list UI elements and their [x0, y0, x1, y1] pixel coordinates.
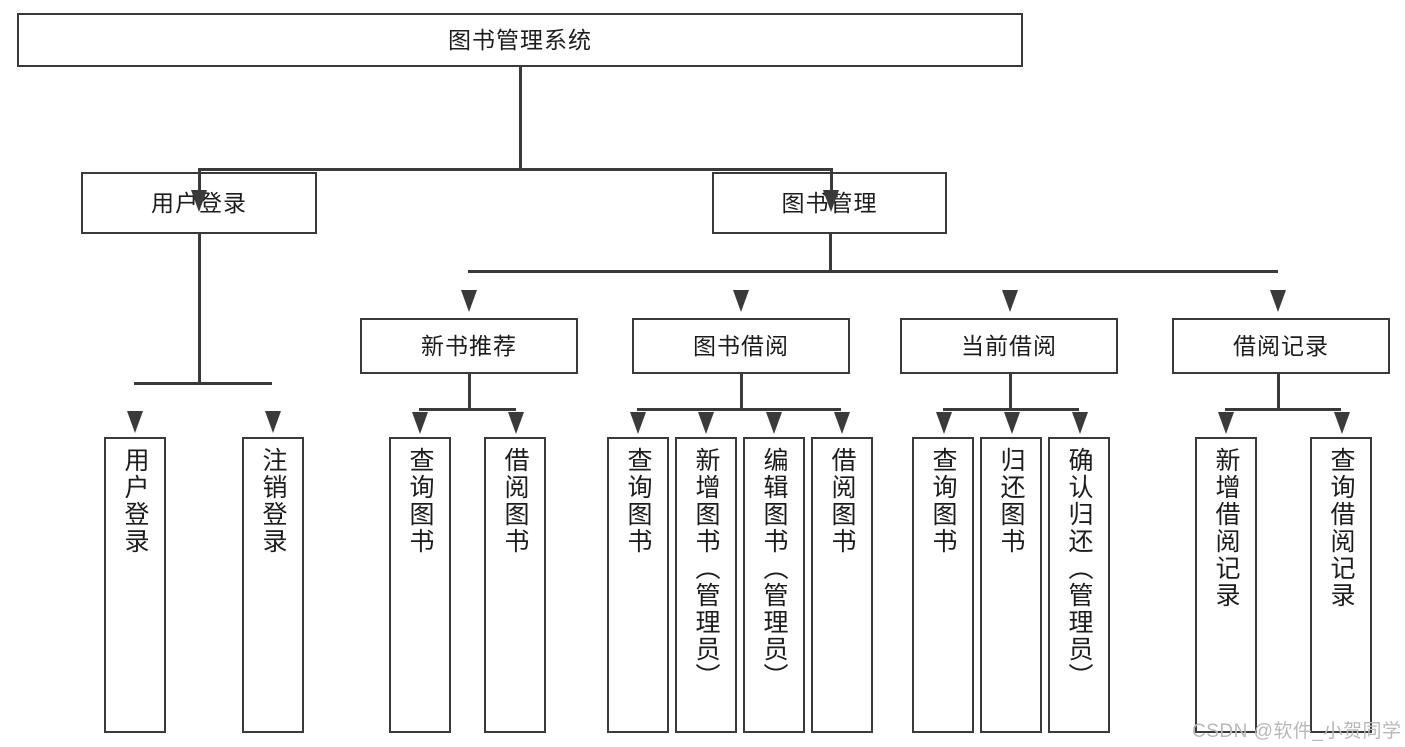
- node-label: 借阅图书: [501, 447, 529, 555]
- arrow-to-book-manage-icon: [823, 190, 839, 212]
- edge-root-bus: [198, 168, 832, 171]
- edge-group2-bus: [637, 408, 841, 411]
- node-leaf-logout[interactable]: 注销登录: [242, 437, 304, 733]
- node-leaf-add-book[interactable]: 新增图书（管理员）: [675, 437, 737, 733]
- node-new-book-recommend[interactable]: 新书推荐: [360, 318, 578, 374]
- arrow-to-current-borrow-icon: [1002, 290, 1018, 312]
- edge-root-drop-left: [198, 168, 201, 190]
- node-borrow-record[interactable]: 借阅记录: [1172, 318, 1390, 374]
- edge-root-stem: [519, 67, 522, 171]
- arrow-to-new-book-recommend-icon: [461, 290, 477, 312]
- node-label: 注销登录: [259, 447, 287, 555]
- node-leaf-query-book-3[interactable]: 查询图书: [912, 437, 974, 733]
- node-label: 查询图书: [624, 447, 652, 555]
- node-label: 借阅图书: [828, 447, 856, 555]
- node-label: 用户登录: [121, 447, 149, 555]
- node-current-borrow[interactable]: 当前借阅: [900, 318, 1118, 374]
- edge-group3-bus: [943, 408, 1079, 411]
- node-leaf-edit-book[interactable]: 编辑图书（管理员）: [743, 437, 805, 733]
- edge-group4-bus: [1225, 408, 1341, 411]
- arrow-to-leaf-return-book-icon: [1004, 412, 1020, 434]
- edge-group1-bus: [419, 408, 516, 411]
- arrow-to-leaf-query-book-2-icon: [630, 412, 646, 434]
- node-leaf-user-login[interactable]: 用户登录: [104, 437, 166, 733]
- node-book-borrow[interactable]: 图书借阅: [632, 318, 850, 374]
- edge-group1-stem: [468, 374, 471, 408]
- node-leaf-borrow-book-1[interactable]: 借阅图书: [484, 437, 546, 733]
- arrow-to-leaf-query-book-3-icon: [936, 412, 952, 434]
- node-leaf-query-book-2[interactable]: 查询图书: [607, 437, 669, 733]
- arrow-to-leaf-borrow-book-2-icon: [834, 412, 850, 434]
- node-label: 新增图书（管理员）: [692, 447, 720, 690]
- node-label: 查询图书: [406, 447, 434, 555]
- edge-group4-stem: [1277, 374, 1280, 408]
- node-leaf-confirm-return[interactable]: 确认归还（管理员）: [1048, 437, 1110, 733]
- edge-group3-stem: [1009, 374, 1012, 408]
- arrow-to-leaf-user-login-icon: [127, 411, 143, 433]
- node-label: 查询图书: [929, 447, 957, 555]
- arrow-to-leaf-borrow-book-1-icon: [508, 412, 524, 434]
- edge-group2-stem: [740, 374, 743, 408]
- edge-manage-stem: [829, 234, 832, 270]
- node-label: 查询借阅记录: [1327, 447, 1355, 609]
- node-leaf-return-book[interactable]: 归还图书: [980, 437, 1042, 733]
- node-label: 新增借阅记录: [1212, 447, 1240, 609]
- node-root[interactable]: 图书管理系统: [17, 13, 1023, 67]
- node-label: 归还图书: [997, 447, 1025, 555]
- arrow-to-leaf-query-book-1-icon: [412, 412, 428, 434]
- arrow-to-leaf-confirm-return-icon: [1072, 412, 1088, 434]
- node-label: 借阅记录: [1233, 332, 1329, 359]
- node-label: 确认归还（管理员）: [1065, 447, 1093, 690]
- node-label: 图书借阅: [693, 332, 789, 359]
- node-label: 编辑图书（管理员）: [760, 447, 788, 690]
- node-label: 新书推荐: [421, 332, 517, 359]
- arrow-to-leaf-add-record-icon: [1218, 412, 1234, 434]
- arrow-to-leaf-edit-book-icon: [766, 412, 782, 434]
- edge-manage-bus: [468, 270, 1278, 273]
- node-leaf-query-record[interactable]: 查询借阅记录: [1310, 437, 1372, 733]
- node-leaf-add-record[interactable]: 新增借阅记录: [1195, 437, 1257, 733]
- node-label: 图书管理系统: [448, 26, 592, 53]
- node-leaf-query-book-1[interactable]: 查询图书: [389, 437, 451, 733]
- node-leaf-borrow-book-2[interactable]: 借阅图书: [811, 437, 873, 733]
- arrow-to-leaf-logout-icon: [265, 411, 281, 433]
- node-label: 当前借阅: [961, 332, 1057, 359]
- edge-root-drop-right: [830, 168, 833, 190]
- arrow-to-leaf-add-book-icon: [698, 412, 714, 434]
- edge-login-bus: [134, 382, 272, 385]
- arrow-to-leaf-query-record-icon: [1334, 412, 1350, 434]
- arrow-to-book-borrow-icon: [733, 290, 749, 312]
- edge-login-stem: [198, 234, 201, 382]
- arrow-to-user-login-icon: [191, 190, 207, 212]
- arrow-to-borrow-record-icon: [1270, 290, 1286, 312]
